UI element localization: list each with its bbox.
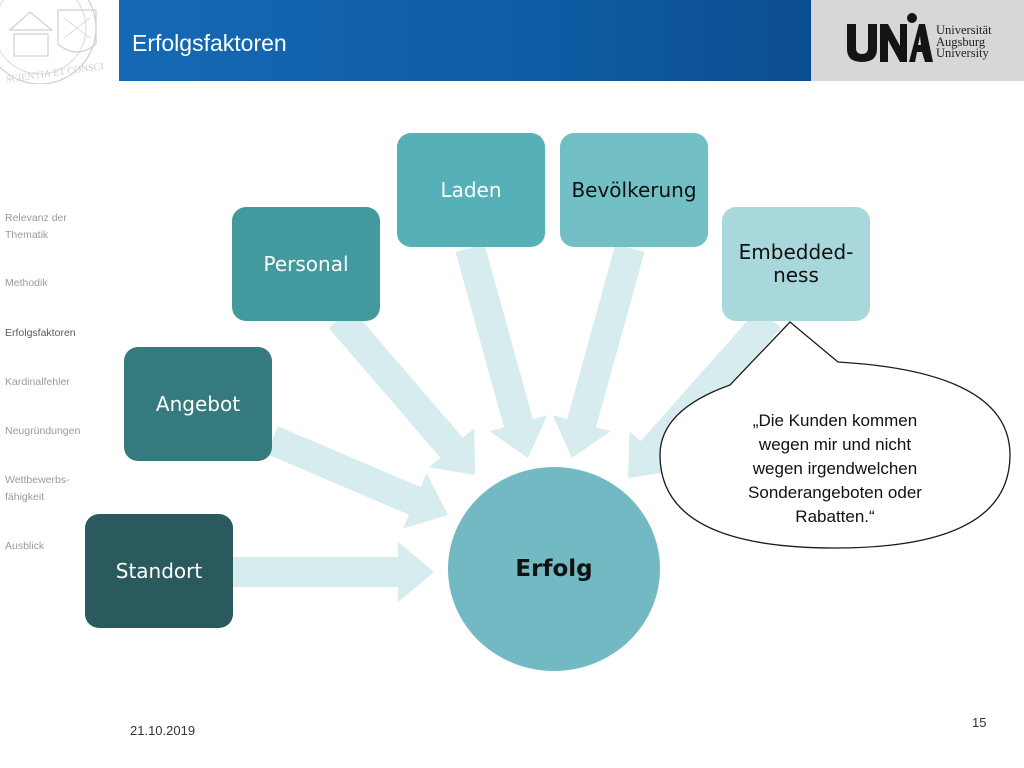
node-laden-label: Laden [440,177,502,202]
node-laden: Laden [397,133,545,247]
node-standort: Standort [85,514,233,628]
arrow-standort-to-erfolg [232,542,434,602]
arrow-laden-to-erfolg [455,244,548,458]
node-bevoelkerung-label: Bevölkerung [571,177,697,202]
unia-logo-icon [847,13,933,62]
sidebar-item-erfolgsfaktoren[interactable]: Erfolgsfaktoren [5,327,76,339]
sidebar-item-wettbewerb[interactable]: Wettbewerbs- fähigkeit [5,474,70,503]
logo-text: Universität Augsburg University [936,23,992,60]
node-bevoelkerung: Bevölkerung [560,133,708,247]
arrow-angebot-to-erfolg [266,426,448,529]
node-standort-label: Standort [115,558,203,583]
page-number: 15 [972,715,987,730]
sidebar-item-methodik[interactable]: Methodik [5,277,48,289]
sidebar-item-relevanz[interactable]: Relevanz der Thematik [5,212,67,241]
node-erfolg-label: Erfolg [515,556,593,582]
node-personal: Personal [232,207,380,321]
header-bar: Erfolgsfaktoren [119,0,811,81]
speech-bubble [659,321,1011,549]
node-angebot-label: Angebot [155,391,241,416]
arrow-personal-to-erfolg [328,308,475,475]
university-seal-icon: SCIENTIA ET CONSCIENTIA [0,0,104,84]
footer-date: 21.10.2019 [130,723,196,738]
page-title: Erfolgsfaktoren [132,30,287,56]
node-personal-label: Personal [263,251,349,276]
arrow-bevoelkerung-to-erfolg [552,244,645,458]
node-angebot: Angebot [124,347,272,461]
university-logo: Universität Augsburg University [811,0,1024,81]
sidebar-item-ausblick[interactable]: Ausblick [5,540,45,552]
sidebar-item-kardinalfehler[interactable]: Kardinalfehler [5,376,70,388]
node-embeddedness: Embedded- ness [722,207,870,321]
node-embeddedness-label: Embedded- ness [738,240,854,287]
node-erfolg: Erfolg [448,467,660,671]
sidebar-item-neugruendungen[interactable]: Neugründungen [5,425,81,437]
callout-quote: „Die Kunden kommen wegen mir und nicht w… [748,411,922,526]
